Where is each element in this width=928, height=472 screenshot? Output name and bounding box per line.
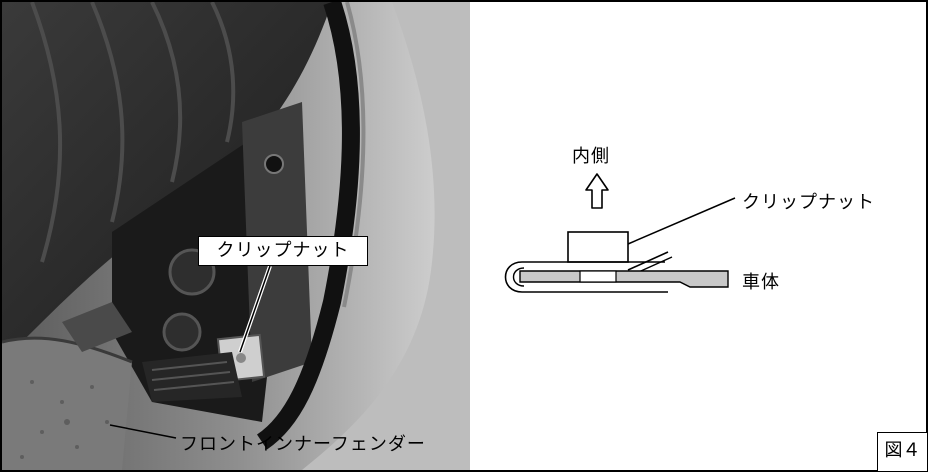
vehicle-photo bbox=[2, 2, 470, 470]
clip-u-inner bbox=[512, 267, 525, 287]
clip-nut-shape bbox=[567, 231, 629, 263]
body-label: 車体 bbox=[742, 272, 780, 293]
clip-u-outer bbox=[504, 261, 668, 293]
direction-label: 内側 bbox=[572, 146, 610, 167]
front-inner-fender-label: フロントインナーフェンダー bbox=[180, 434, 426, 455]
figure-number: 図４ bbox=[877, 432, 928, 472]
clip-nut-leader bbox=[627, 197, 736, 245]
body-panel-shape bbox=[519, 270, 729, 288]
clip-nut-label: クリップナット bbox=[742, 192, 875, 213]
clip-nut-callout-label: クリップナット bbox=[198, 236, 368, 266]
up-arrow-icon bbox=[585, 173, 609, 209]
callout-leader bbox=[239, 265, 271, 353]
clip-spring-tab bbox=[627, 251, 669, 271]
fender-leader bbox=[109, 424, 177, 439]
